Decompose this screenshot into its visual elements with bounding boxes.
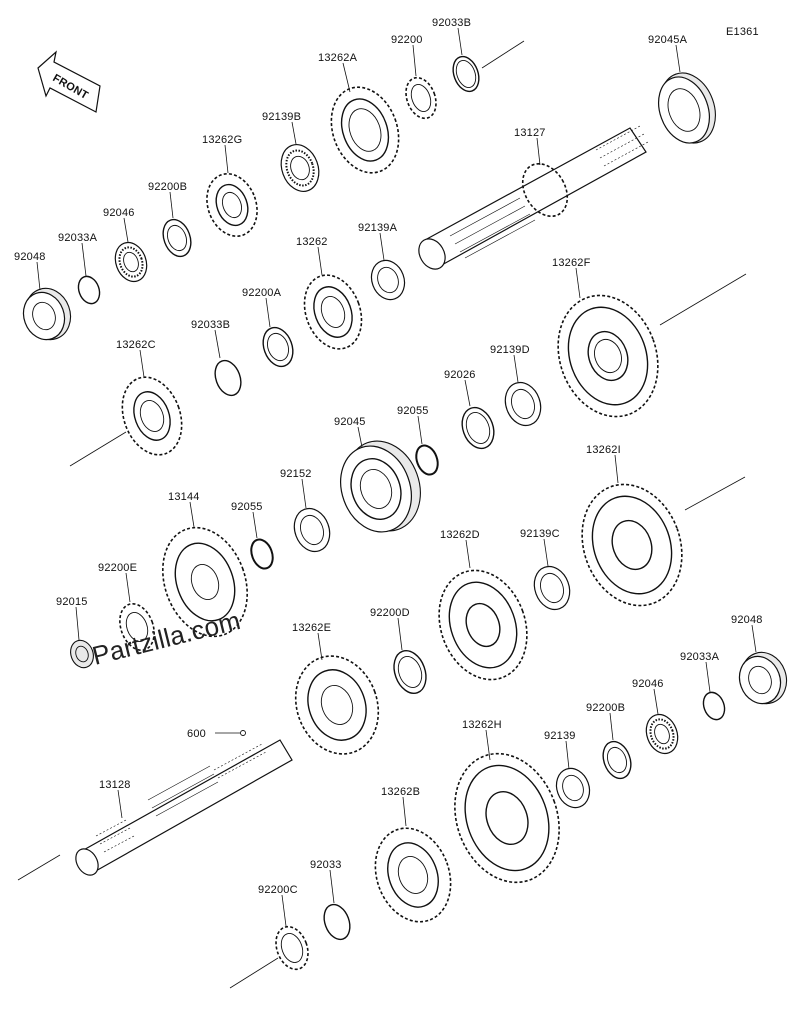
- part-label-92200d[interactable]: 92200D: [370, 607, 410, 619]
- part-label-92045a[interactable]: 92045A: [648, 34, 688, 46]
- washer-92200B-top[interactable]: [158, 216, 195, 261]
- part-label-13262g[interactable]: 13262G: [202, 134, 242, 146]
- part-label-92139c[interactable]: 92139C: [520, 528, 560, 540]
- part-label-92033b-top[interactable]: 92033B: [432, 17, 471, 29]
- shaft-13128[interactable]: [71, 739, 293, 879]
- part-label-92200c[interactable]: 92200C: [258, 884, 298, 896]
- needle-bearing-92046-top[interactable]: [110, 238, 152, 286]
- part-label-13262b[interactable]: 13262B: [381, 786, 420, 798]
- shaft-13127[interactable]: [414, 125, 649, 274]
- part-label-92200a[interactable]: 92200A: [242, 287, 282, 299]
- needle-bearing-92046-bot[interactable]: [641, 710, 683, 758]
- part-labels: 92033B 92200 13262A 92045A 92139B 13127 13262G…: [14, 17, 763, 896]
- o-ring-92055-top[interactable]: [412, 442, 441, 477]
- gear-13262H[interactable]: [437, 739, 576, 897]
- gear-13262B[interactable]: [363, 818, 463, 933]
- washer-92200E[interactable]: [114, 599, 160, 655]
- bearing-92048-top[interactable]: [17, 282, 78, 346]
- gear-13262I[interactable]: [566, 470, 699, 619]
- part-label-92139d[interactable]: 92139D: [490, 344, 530, 356]
- needle-bearing-92139C[interactable]: [529, 562, 576, 615]
- part-label-92139[interactable]: 92139: [544, 730, 576, 742]
- part-label-92055-top[interactable]: 92055: [397, 405, 429, 417]
- part-label-92045[interactable]: 92045: [334, 416, 366, 428]
- washer-92026[interactable]: [457, 403, 500, 453]
- collar-92152[interactable]: [289, 504, 336, 557]
- part-label-92200[interactable]: 92200: [391, 34, 423, 46]
- part-label-92200e[interactable]: 92200E: [98, 562, 137, 574]
- washer-92200[interactable]: [401, 73, 442, 122]
- part-label-13262[interactable]: 13262: [296, 236, 328, 248]
- part-label-92033[interactable]: 92033: [310, 859, 342, 871]
- gear-13144[interactable]: [148, 516, 261, 649]
- circlip-92033A-bot[interactable]: [700, 689, 728, 722]
- part-label-13262c[interactable]: 13262C: [116, 339, 156, 351]
- part-label-92046-top[interactable]: 92046: [103, 207, 135, 219]
- o-ring-92055-mid[interactable]: [247, 536, 276, 571]
- needle-bearing-92139D[interactable]: [500, 378, 547, 431]
- washer-92200D[interactable]: [388, 646, 431, 698]
- part-label-92139a[interactable]: 92139A: [358, 222, 398, 234]
- circlip-92033B-top[interactable]: [449, 53, 484, 95]
- part-label-92200b-top[interactable]: 92200B: [148, 181, 187, 193]
- part-label-92026[interactable]: 92026: [444, 369, 476, 381]
- part-label-92033a-bot[interactable]: 92033A: [680, 651, 720, 663]
- needle-bearing-92139A[interactable]: [366, 256, 410, 305]
- bearing-92045[interactable]: [329, 430, 433, 542]
- part-label-92055-mid[interactable]: 92055: [231, 501, 263, 513]
- watermark: Partzilla.com: [89, 605, 243, 671]
- part-label-92033b-mid[interactable]: 92033B: [191, 319, 230, 331]
- gear-13262G[interactable]: [199, 167, 266, 244]
- part-label-600[interactable]: 600: [187, 728, 206, 740]
- part-label-13127[interactable]: 13127: [514, 127, 546, 139]
- gear-13262C[interactable]: [112, 369, 192, 463]
- part-label-13262d[interactable]: 13262D: [440, 529, 480, 541]
- gear-13262D[interactable]: [424, 558, 541, 692]
- part-label-13144[interactable]: 13144: [168, 491, 200, 503]
- gear-13262F[interactable]: [542, 281, 675, 430]
- bearing-92045A[interactable]: [650, 65, 725, 150]
- part-label-92048-top[interactable]: 92048: [14, 251, 46, 263]
- part-label-92200b-bot[interactable]: 92200B: [586, 702, 625, 714]
- circlip-92033B-mid[interactable]: [211, 357, 246, 399]
- nut-92015[interactable]: [67, 637, 97, 671]
- part-label-13262f[interactable]: 13262F: [552, 257, 591, 269]
- part-label-92046-bot[interactable]: 92046: [632, 678, 664, 690]
- part-label-13262e[interactable]: 13262E: [292, 622, 331, 634]
- gear-13262[interactable]: [295, 267, 372, 357]
- part-label-92048-bot[interactable]: 92048: [731, 614, 763, 626]
- washer-92200A[interactable]: [258, 323, 298, 370]
- part-label-92015[interactable]: 92015: [56, 596, 88, 608]
- marker-600: [215, 730, 246, 736]
- part-label-13128[interactable]: 13128: [99, 779, 131, 791]
- part-label-13262h[interactable]: 13262H: [462, 719, 502, 731]
- gear-13262E[interactable]: [282, 644, 391, 765]
- needle-bearing-92139B[interactable]: [275, 139, 325, 196]
- part-label-13262i[interactable]: 13262I: [586, 444, 621, 456]
- gear-13262A[interactable]: [320, 78, 410, 183]
- front-arrow-icon: FRONT: [37, 50, 101, 113]
- washer-92200C[interactable]: [270, 922, 313, 974]
- bearing-92048-bot[interactable]: [733, 646, 794, 710]
- part-label-92033a-top[interactable]: 92033A: [58, 232, 98, 244]
- circlip-92033[interactable]: [320, 901, 355, 943]
- needle-bearing-92139[interactable]: [551, 764, 595, 813]
- diagram-code: E1361: [726, 26, 759, 38]
- part-label-92152[interactable]: 92152: [280, 468, 312, 480]
- circlip-92033A-top[interactable]: [75, 273, 103, 306]
- part-label-92139b[interactable]: 92139B: [262, 111, 301, 123]
- washer-92200B-bot[interactable]: [598, 738, 635, 783]
- part-label-13262a[interactable]: 13262A: [318, 52, 358, 64]
